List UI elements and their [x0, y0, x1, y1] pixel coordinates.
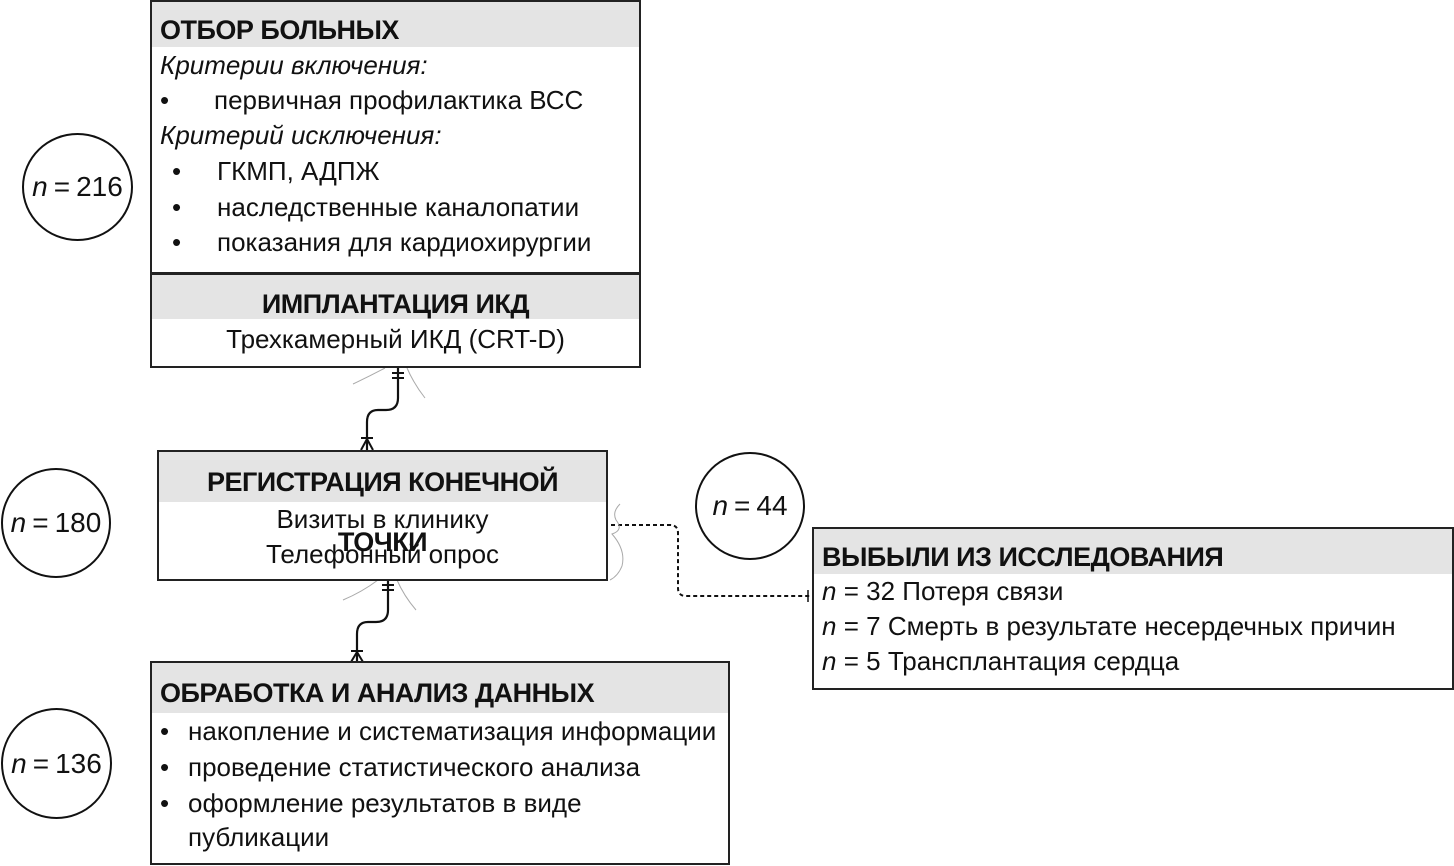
analysis-item: •оформление результатов в виде: [152, 785, 728, 821]
dropout-title: ВЫБЫЛИ ИЗ ИССЛЕДОВАНИЯ: [814, 529, 1452, 574]
dropout-item: n = 32 Потеря связи: [822, 576, 1064, 606]
endpoint-line: Телефонный опрос: [265, 539, 500, 569]
exclusion-item: •наследственные каналопатии: [152, 189, 639, 225]
bullet-icon: •: [172, 192, 182, 222]
connector-endpoint-to-analysis: [342, 579, 417, 663]
analysis-box: ОБРАБОТКА И АНАЛИЗ ДАННЫХ •накопление и …: [150, 661, 730, 865]
bullet-icon: •: [160, 752, 170, 782]
count-circle-136: n=136: [1, 708, 112, 819]
bullet-icon: •: [160, 716, 170, 746]
endpoint-line: Визиты в клинику: [276, 504, 489, 534]
analysis-item-continuation: публикации: [188, 822, 330, 852]
dropout-item: n = 5 Трансплантация сердца: [822, 646, 1180, 676]
inclusion-item: •первичная профилактика ВСС: [160, 85, 584, 115]
dropout-item: n = 7 Смерть в результате несердечных пр…: [822, 611, 1396, 641]
bullet-icon: •: [172, 156, 182, 186]
connector-implantation-to-endpoint: [352, 367, 426, 451]
exclusion-label: Критерий исключения:: [160, 120, 442, 150]
count-circle-216: n=216: [22, 133, 133, 241]
dropout-box: ВЫБЫЛИ ИЗ ИССЛЕДОВАНИЯ n = 32 Потеря свя…: [812, 527, 1454, 690]
analysis-item: •накопление и систематизация информации: [152, 713, 728, 749]
exclusion-item: •показания для кардиохирургии: [172, 227, 592, 257]
bullet-icon: •: [160, 788, 170, 818]
connector-endpoint-to-dropout: [609, 503, 812, 602]
bullet-icon: •: [160, 85, 170, 115]
exclusion-item: •ГКМП, АДПЖ: [152, 153, 639, 189]
selection-box: ОТБОР БОЛЬНЫХ Критерии включения: •перви…: [150, 0, 641, 274]
endpoint-box: РЕГИСТРАЦИЯ КОНЕЧНОЙ ТОЧКИ Визиты в клин…: [157, 450, 608, 581]
count-circle-180: n=180: [1, 468, 111, 578]
endpoint-title: РЕГИСТРАЦИЯ КОНЕЧНОЙ ТОЧКИ: [159, 452, 606, 557]
inclusion-label: Критерии включения:: [160, 50, 428, 80]
count-circle-44: n=44: [695, 452, 805, 560]
bullet-icon: •: [172, 227, 182, 257]
selection-title: ОТБОР БОЛЬНЫХ: [152, 2, 639, 47]
implantation-subtitle: Трехкамерный ИКД (CRT-D): [226, 324, 565, 354]
implantation-title: ИМПЛАНТАЦИЯ ИКД: [152, 275, 639, 319]
analysis-item: •проведение статистического анализа: [152, 749, 728, 785]
analysis-title: ОБРАБОТКА И АНАЛИЗ ДАННЫХ: [152, 663, 728, 713]
implantation-box: ИМПЛАНТАЦИЯ ИКД Трехкамерный ИКД (CRT-D): [150, 272, 641, 368]
